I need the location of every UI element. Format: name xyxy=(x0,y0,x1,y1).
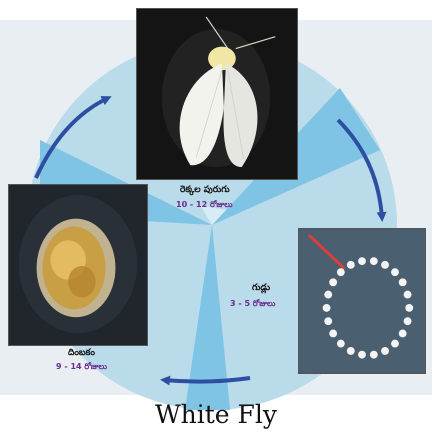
egg-dot xyxy=(324,291,332,299)
egg-dot xyxy=(399,278,407,286)
egg-dot xyxy=(324,317,332,325)
egg-dot xyxy=(347,261,355,269)
eggs-photo xyxy=(298,228,426,374)
eggs-image xyxy=(299,229,425,373)
egg-dot xyxy=(370,257,378,265)
adult-stage-label: రెక్కల పురుగు xyxy=(180,185,230,197)
adult-whitefly-photo xyxy=(136,8,298,180)
egg-stage-duration: 3 - 5 రోజులు xyxy=(230,299,275,310)
egg-dot xyxy=(337,340,345,348)
egg-dot xyxy=(370,351,378,359)
egg-dot xyxy=(381,261,389,269)
egg-dot xyxy=(399,330,407,338)
egg-dot xyxy=(347,347,355,355)
nymph-stage-label: దింబకం xyxy=(68,348,95,360)
egg-dot xyxy=(381,347,389,355)
egg-dot xyxy=(404,317,412,325)
diagram-title: White Fly xyxy=(0,400,432,429)
egg-stage-label: గుడ్లు xyxy=(252,283,270,295)
egg-dot xyxy=(329,330,337,338)
egg-dot xyxy=(329,278,337,286)
nymph-stage-duration: 9 - 14 రోజులు xyxy=(56,362,107,373)
nymph-photo xyxy=(8,184,148,346)
egg-dot xyxy=(337,268,345,276)
nymph-image xyxy=(9,185,147,345)
adult-stage-duration: 10 - 12 రోజులు xyxy=(176,200,233,211)
egg-dot xyxy=(404,291,412,299)
adult-whitefly-image xyxy=(137,9,297,179)
egg-dot xyxy=(405,304,413,312)
egg-dot xyxy=(391,340,399,348)
egg-dot xyxy=(358,351,366,359)
egg-dot xyxy=(391,268,399,276)
egg-dot xyxy=(358,257,366,265)
egg-dot xyxy=(323,304,331,312)
